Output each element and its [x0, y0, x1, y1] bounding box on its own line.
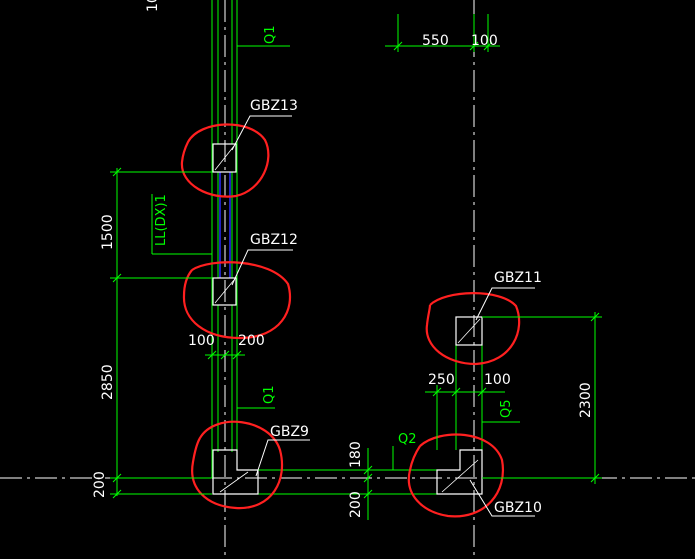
dim-value-100-mid: 100 — [188, 333, 215, 349]
hatch-line — [441, 459, 479, 493]
hatch-line — [214, 145, 235, 171]
dim-tick — [112, 473, 122, 483]
column-outlines — [212, 143, 483, 495]
leader-gbz13 — [231, 115, 292, 151]
dim-tick — [363, 465, 373, 475]
dimension-lines — [110, 14, 602, 520]
dim-tick — [432, 387, 442, 397]
dim-value-550: 550 — [422, 33, 449, 49]
leader-gbz9 — [255, 439, 310, 477]
label-gbz11[interactable]: GBZ11 — [494, 270, 542, 286]
dim-tick — [451, 387, 461, 397]
dim-tick — [220, 350, 230, 360]
dim-value-100-right: 100 — [484, 372, 511, 388]
dim-value-250: 250 — [428, 372, 455, 388]
leader-gbz10 — [469, 479, 535, 517]
label-wall-q2: Q2 — [398, 432, 417, 447]
coupling-beam — [219, 172, 231, 278]
dim-value-10-top: 10 — [145, 0, 161, 12]
label-wall-q1-mid: Q1 — [262, 385, 277, 404]
dim-tick — [483, 41, 493, 51]
highlight-circle-gbz10 — [407, 433, 505, 518]
highlight-circle-gbz12 — [182, 261, 292, 340]
dim-tick — [207, 350, 217, 360]
leader-lines — [231, 115, 535, 517]
label-gbz10[interactable]: GBZ10 — [494, 500, 542, 516]
label-gbz9[interactable]: GBZ9 — [270, 424, 309, 440]
dim-tick — [363, 473, 373, 483]
highlight-circle-gbz13 — [180, 123, 270, 198]
dim-tick — [112, 273, 122, 283]
dim-value-200-left: 200 — [92, 471, 108, 498]
dim-value-2300: 2300 — [578, 382, 594, 418]
dimension-values: 10 550 100 1500 2850 200 100 200 250 100… — [92, 0, 594, 518]
dim-tick — [469, 41, 479, 51]
label-wall-q5: Q5 — [499, 399, 514, 418]
highlight-circle-gbz9 — [191, 420, 284, 510]
label-wall-q1-top: Q1 — [263, 25, 278, 44]
dim-value-100-top: 100 — [471, 33, 498, 49]
wall-labels: LL(DX)1 Q1 Q1 Q2 Q5 — [154, 25, 514, 447]
dim-value-1500: 1500 — [100, 214, 116, 250]
dim-tick — [232, 350, 242, 360]
dim-tick — [477, 387, 487, 397]
dim-tick — [363, 489, 373, 499]
dim-value-180: 180 — [348, 441, 364, 468]
highlight-circles — [180, 123, 521, 518]
dim-tick — [393, 41, 403, 51]
hatch-line — [219, 471, 249, 493]
highlight-circle-gbz11 — [425, 292, 521, 366]
dim-value-2850: 2850 — [100, 364, 116, 400]
hatch-line — [457, 318, 481, 344]
column-gbz13-outline — [212, 143, 237, 173]
column-gbz10-outline — [436, 449, 483, 495]
dim-value-200-bottom: 200 — [348, 491, 364, 518]
dim-tick — [590, 473, 600, 483]
label-gbz12[interactable]: GBZ12 — [250, 232, 298, 248]
label-gbz13[interactable]: GBZ13 — [250, 98, 298, 114]
label-beam-ll-dx1: LL(DX)1 — [154, 194, 169, 246]
column-hatching — [214, 145, 481, 493]
dim-tick — [112, 167, 122, 177]
dim-tick — [112, 489, 122, 499]
component-labels: GBZ13 GBZ12 GBZ11 GBZ9 GBZ10 — [250, 98, 542, 516]
leader-gbz11 — [475, 287, 535, 321]
column-gbz11-outline — [455, 316, 483, 346]
dim-tick — [590, 312, 600, 322]
hatch-line — [214, 279, 235, 304]
dim-value-200-mid: 200 — [238, 333, 265, 349]
column-gbz9-outline — [212, 449, 259, 495]
leader-gbz12 — [231, 249, 293, 286]
column-gbz12-outline — [212, 277, 237, 306]
